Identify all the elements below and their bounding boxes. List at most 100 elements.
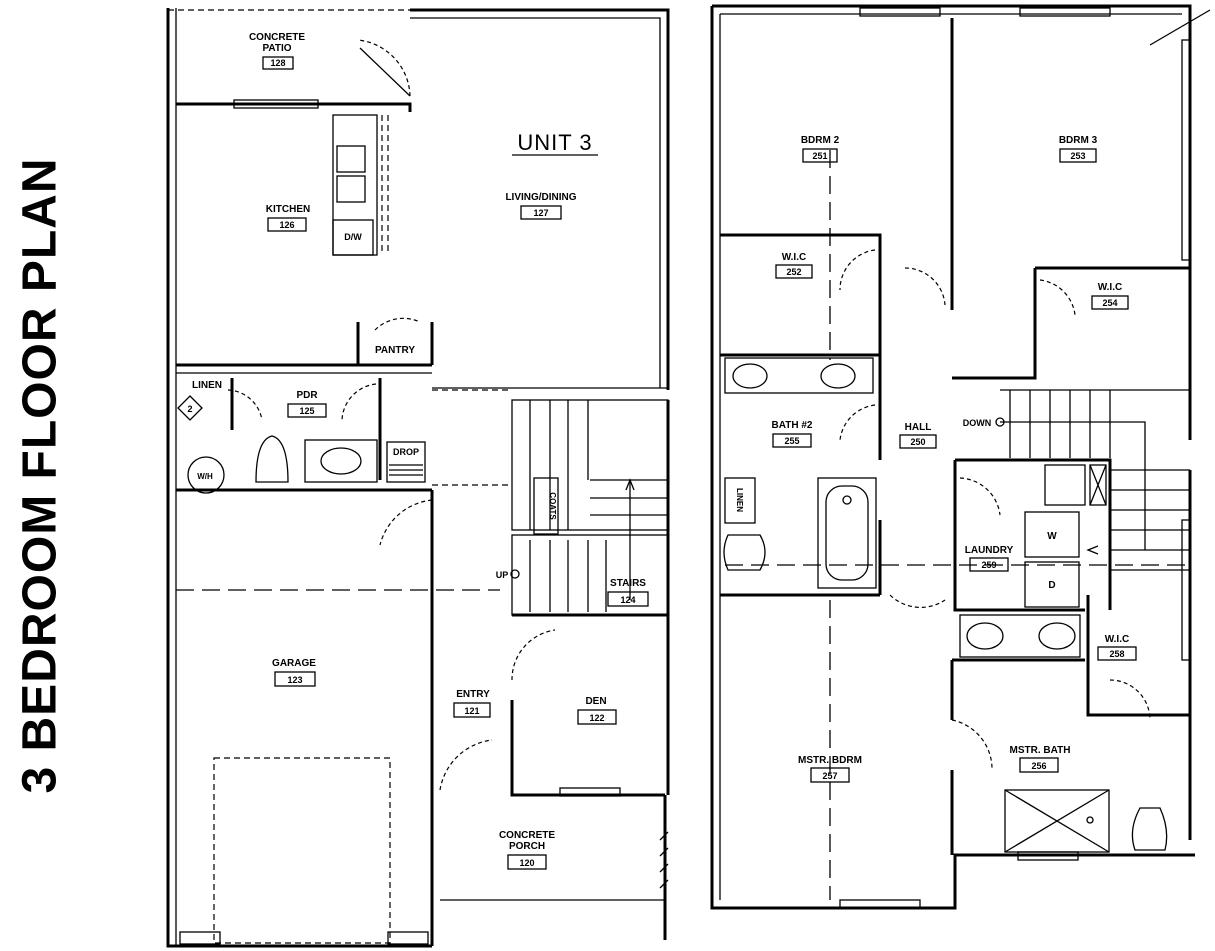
room-number-box-den xyxy=(577,709,617,725)
room-number-entry: 121 xyxy=(464,706,479,716)
porch-hatch xyxy=(659,831,669,889)
stair-window xyxy=(1181,519,1191,661)
bdrm3-window xyxy=(1181,39,1191,261)
room-number-wic-254: 254 xyxy=(1102,298,1117,308)
kitchen-window xyxy=(233,99,319,109)
room-number-wic-258: 258 xyxy=(1109,649,1124,659)
room-name-patio-line2: PATIO xyxy=(262,43,291,54)
room-name-living-dining: LIVING/DINING xyxy=(505,192,576,203)
room-number-laundry: 259 xyxy=(981,560,996,570)
bath2-tub xyxy=(825,485,869,581)
room-name-stairs: STAIRS xyxy=(610,578,646,589)
room-number-box-pdr xyxy=(287,403,327,418)
room-name-kitchen: KITCHEN xyxy=(266,204,310,215)
den-window xyxy=(559,787,621,797)
room-number-bdrm3: 253 xyxy=(1070,151,1085,161)
room-number-box-porch xyxy=(507,854,547,870)
room-number-master-bath: 256 xyxy=(1031,761,1046,771)
bath2-sink-1 xyxy=(732,363,768,389)
down-arrow-head xyxy=(1086,545,1099,555)
kitchen-top-wall xyxy=(176,102,412,112)
room-number-bath2: 255 xyxy=(784,436,799,446)
master-divider-wall xyxy=(950,658,1085,855)
room-number-box-patio xyxy=(262,56,294,70)
stair-arrow-head xyxy=(625,478,635,491)
bdrm2-window xyxy=(859,7,941,17)
room-name-bdrm2: BDRM 2 xyxy=(801,135,840,146)
master-bdrm-window xyxy=(839,899,921,909)
up-marker xyxy=(510,569,520,579)
garage-door-jamb-left xyxy=(179,931,221,945)
laundry-door-swing xyxy=(959,477,1001,516)
room-number-box-wic-252 xyxy=(775,264,813,279)
unit-label: UNIT 3 xyxy=(517,130,592,155)
shower-x xyxy=(1004,789,1110,853)
drop-label: DROP xyxy=(393,447,419,457)
washer-label: W xyxy=(1047,531,1057,542)
den-left-bottom-wall xyxy=(510,700,665,797)
laundry-sink xyxy=(1044,464,1086,506)
room-name-master-bdrm: MSTR. BDRM xyxy=(798,755,862,766)
water-heater-label: W/H xyxy=(197,472,213,481)
room-number-box-master-bdrm xyxy=(810,767,850,783)
bath2-sink-2 xyxy=(820,363,856,389)
linen-tag: 2 xyxy=(187,404,192,414)
entry-door-swing xyxy=(439,739,493,791)
room-name-pantry: PANTRY xyxy=(375,345,415,356)
room-number-stairs: 124 xyxy=(620,595,635,605)
stair-treads-vertical xyxy=(529,400,589,530)
room-name-linen: LINEN xyxy=(192,380,222,391)
ground-floor-plan xyxy=(166,8,670,948)
room-number-box-bath2 xyxy=(772,433,812,448)
patio-door-swing xyxy=(357,39,411,97)
hall-door-swing-top xyxy=(904,267,946,306)
room-number-wic-252: 252 xyxy=(786,267,801,277)
sink-basin-1 xyxy=(336,145,366,173)
corner-detail-line xyxy=(1149,9,1211,46)
pdr-vanity xyxy=(304,439,378,483)
pantry-walls xyxy=(356,322,434,365)
room-name-wic-254: W.I.C xyxy=(1098,282,1122,293)
stair-treads-landing xyxy=(590,479,668,516)
room-name-den: DEN xyxy=(585,696,606,707)
island-overhang xyxy=(381,115,389,255)
linen-closet-label: LINEN xyxy=(735,488,744,512)
washer-box xyxy=(1024,511,1080,558)
den-door-swing xyxy=(511,629,556,681)
drop-zone xyxy=(386,441,426,483)
garage-door-jamb-right xyxy=(387,931,429,945)
bath2-toilet xyxy=(723,534,766,571)
room-number-den: 122 xyxy=(589,713,604,723)
patio-door xyxy=(359,47,411,97)
up-label: UP xyxy=(496,570,509,580)
stair-lower-run xyxy=(511,399,669,531)
bdrm3-top-window xyxy=(1019,7,1111,17)
room-number-box-bdrm2 xyxy=(802,148,838,163)
room-name-bath2: BATH #2 xyxy=(772,420,813,431)
room-name-hall: HALL xyxy=(905,422,932,433)
room-number-box-wic-258 xyxy=(1097,646,1137,661)
room-name-laundry: LAUNDRY xyxy=(965,545,1014,556)
wic-254-door-swing xyxy=(1039,279,1076,316)
wic-258-door-swing xyxy=(1109,679,1151,721)
master-vanity xyxy=(959,614,1081,658)
room-number-box-living xyxy=(520,205,562,220)
room-number-box-bdrm3 xyxy=(1059,148,1097,163)
bath2-door-swing xyxy=(839,404,876,441)
room-number-box-laundry xyxy=(969,557,1009,572)
ground-open-to-above xyxy=(432,389,512,486)
garage-door-swing xyxy=(379,499,433,546)
pdr-door-swing xyxy=(341,383,377,421)
ground-exterior-wall-left xyxy=(166,8,432,948)
dryer-label: D xyxy=(1048,580,1055,591)
room-name-porch-line2: PORCH xyxy=(509,841,545,852)
room-number-pdr: 125 xyxy=(299,406,314,416)
master-bath-door-swing xyxy=(951,719,993,771)
master-sink-1 xyxy=(966,622,1004,650)
room-number-box-stairs xyxy=(607,591,649,607)
pdr-sink xyxy=(320,447,362,475)
linen-tag-shape xyxy=(177,395,203,421)
dryer-box xyxy=(1024,561,1080,608)
stair-upper-run xyxy=(511,534,669,616)
upper-stair-treads-lower xyxy=(1110,469,1190,571)
